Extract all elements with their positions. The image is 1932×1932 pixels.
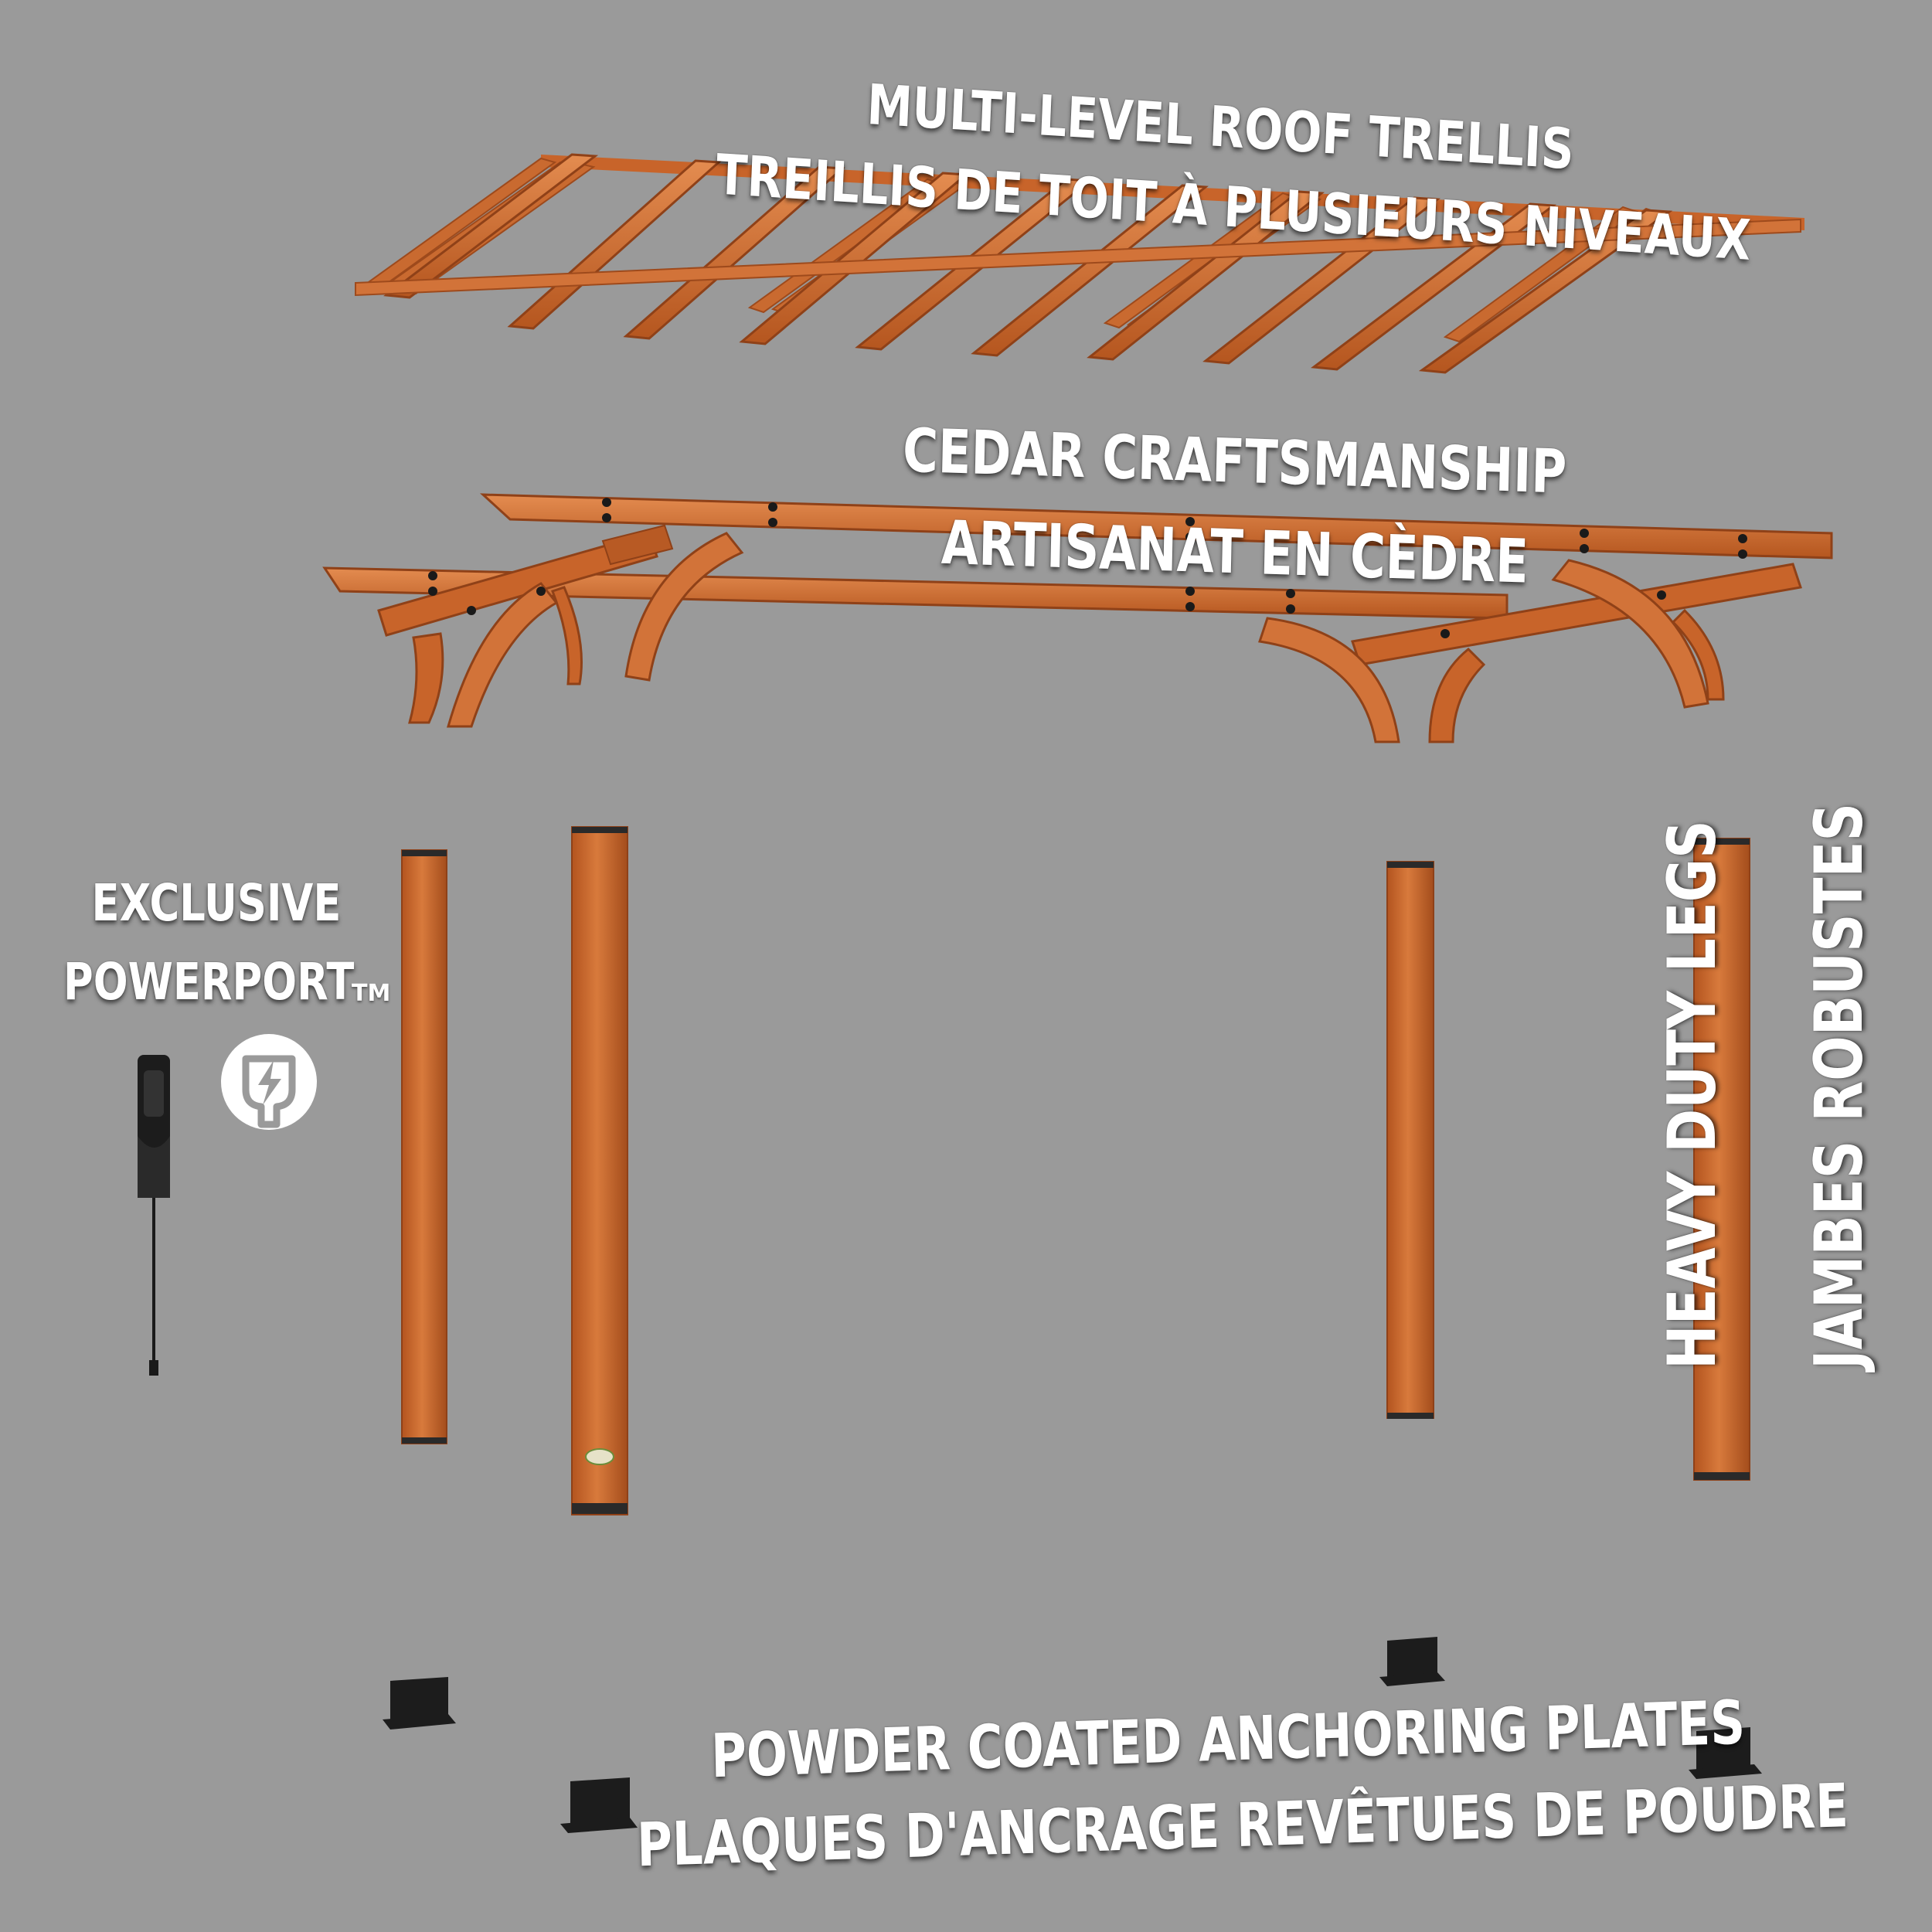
right-brace-1 bbox=[1258, 617, 1400, 743]
left-brace-2 bbox=[447, 582, 559, 728]
anchor-plate-1 bbox=[383, 1677, 456, 1730]
brand-badge bbox=[585, 1448, 614, 1465]
anchor-plate-4 bbox=[1689, 1727, 1762, 1779]
anchor-plate-3 bbox=[1379, 1637, 1445, 1686]
trademark-mark: TM bbox=[352, 980, 391, 1007]
plug-lightning-icon bbox=[221, 1034, 317, 1130]
leg-4 bbox=[1693, 838, 1750, 1481]
right-brace-2 bbox=[1428, 647, 1486, 743]
anchor-plate-2 bbox=[560, 1777, 638, 1833]
back-beam bbox=[480, 493, 1833, 560]
powerport-label-line2: POWERPORT bbox=[63, 952, 355, 1012]
leg-3 bbox=[1386, 861, 1434, 1419]
leg-1 bbox=[401, 849, 447, 1444]
left-brace-4 bbox=[624, 532, 744, 682]
roof-trellis bbox=[355, 153, 1804, 374]
cedar-beam-assembly bbox=[322, 493, 1833, 743]
trellis-front-rail bbox=[355, 218, 1801, 297]
right-brace-3 bbox=[1551, 559, 1709, 709]
powerport-label-line1: EXCLUSIVE bbox=[91, 873, 342, 933]
legs-label-en: HEAVY DUTY LEGS bbox=[1654, 820, 1731, 1369]
left-cross-beam bbox=[377, 532, 658, 637]
legs-label-fr: JAMBES ROBUSTES bbox=[1801, 802, 1878, 1369]
left-brace-3 bbox=[551, 586, 583, 685]
bolt-heads bbox=[428, 498, 1747, 638]
anchor-plates bbox=[383, 1637, 1762, 1833]
right-brace-4 bbox=[1671, 608, 1725, 701]
leg-2 bbox=[571, 826, 628, 1515]
legs bbox=[401, 826, 1750, 1515]
left-brace-1 bbox=[408, 632, 444, 724]
powerport-device bbox=[138, 1055, 170, 1376]
